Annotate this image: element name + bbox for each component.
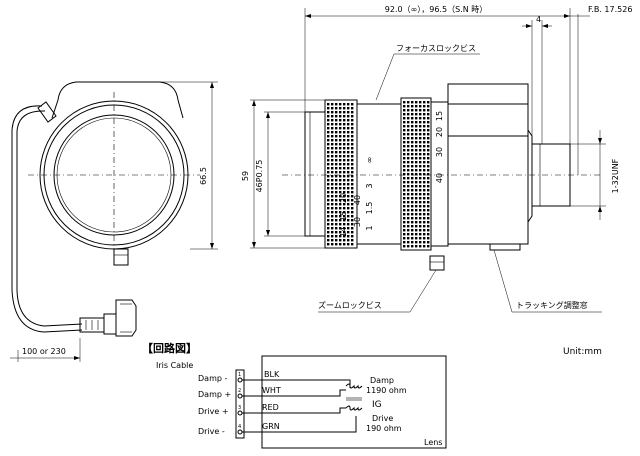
circuit-pin-4: Drive - 4 GRN [198,422,300,436]
filter-section [304,111,326,237]
rear-taper [527,129,533,223]
damp-coil [345,383,363,389]
cable-length-dimension: 100 or 230 [10,338,81,362]
pin-4-wire: GRN [262,422,280,431]
diameter-dimension: 66.5 [160,81,218,250]
zoom-lock-callout: ズームロックビス [318,269,437,313]
flange-back-dimension: F.B. 17.526 [570,5,632,175]
unit-label: Unit:mm [563,347,602,357]
zoom-scale-upper-30: 30 [435,147,444,157]
zoom-scale-lower-15: 15 [339,211,348,221]
focus-lock-label: フォーカスロックビス [396,44,476,53]
drive-label: Drive [372,414,393,423]
mount-offset-dimension: 4 [522,15,552,144]
zoom-scale-lower-14: 14 [339,227,348,237]
damp-label: Damp [370,376,394,385]
pin-4-num: 4 [238,424,241,430]
circuit-pin-3: Drive + 3 RED [198,403,300,416]
zoom-lock-screw [429,255,445,271]
cable-length-label: 100 or 230 [22,347,66,356]
pin-3-num: 3 [238,405,241,411]
mount-thread-dimension: 1-32UNF [570,130,620,220]
pin-1-num: 1 [238,372,241,378]
circuit-pin-1: Damp - 1 BLK [198,370,300,383]
lens-label: Lens [424,438,442,447]
circuit-lens-box [261,355,447,449]
zoom-scale-upper-40: 40 [435,173,444,183]
front-view [11,81,200,337]
circuit-pin-2: Damp + 2 WHT [198,386,300,399]
iris-cable [11,105,83,333]
focus-ring-knurl [327,103,354,246]
wire-wht [300,389,346,397]
filter-thread-dimension: 46P0.75 [255,111,305,237]
drive-coil [345,405,363,411]
damp-value: 1190 ohm [366,386,407,395]
mount-offset-label: 4 [536,15,541,24]
zoom-ring-knurl [403,101,430,248]
zoom-scale-lower-20: 20 [339,193,348,203]
drive-value: 190 ohm [366,424,402,433]
pin-2-wire: WHT [262,386,281,395]
wire-red [300,407,346,414]
front-lock-screw [113,248,129,266]
focus-scale-inf: ∞ [365,157,374,164]
rear-body [447,103,529,245]
mount-thread-label: 1-32UNF [611,158,620,193]
flange-back-label: F.B. 17.526 [588,5,632,14]
motor-housing-top [57,81,179,101]
iris-cable-label: Iris Cable [156,361,193,370]
circuit-title: 【回路図】 [142,341,197,355]
tracking-window [489,243,521,251]
height-dimension: 59 [241,99,325,249]
focus-lock-callout: フォーカスロックビス [375,44,480,101]
zoom-lock-label: ズームロックビス [318,300,382,310]
pin-3-wire: RED [262,403,279,412]
lens-barrel [356,103,402,245]
focus-scale-1-5: 1.5 [365,202,374,215]
zoom-scale-upper-20: 20 [435,127,444,137]
zoom-scale-upper-15: 15 [435,111,444,121]
ig-label: IG [372,400,382,410]
pin-1-side: Damp - [198,374,227,383]
height-label: 59 [241,171,250,181]
filter-thread-label: 46P0.75 [255,160,264,193]
tracking-callout: トラッキング調整窓 [493,249,602,313]
zoom-scale-lower-40: 40 [353,195,362,205]
wire-blk [300,379,351,388]
total-length-dimension: 92.0（∞），96.5（S.N 時） [304,5,571,144]
pin-4-side: Drive - [198,427,225,436]
diameter-label: 66.5 [199,167,208,185]
tracking-label: トラッキング調整窓 [516,300,588,310]
side-view [282,83,600,271]
total-length-label: 92.0（∞），96.5（S.N 時） [385,5,487,14]
pin-2-side: Damp + [198,390,231,399]
pin-3-side: Drive + [198,407,229,416]
zoom-scale-lower-30: 30 [353,217,362,227]
circuit-connector [235,369,245,439]
focus-scale-3: 3 [365,183,374,188]
focus-scale-1: 1 [365,225,374,230]
cable-strain-relief [37,101,57,123]
pin-1-wire: BLK [264,370,280,379]
iris-motor [447,83,529,137]
pin-2-num: 2 [238,388,241,394]
wire-grn [300,416,357,433]
